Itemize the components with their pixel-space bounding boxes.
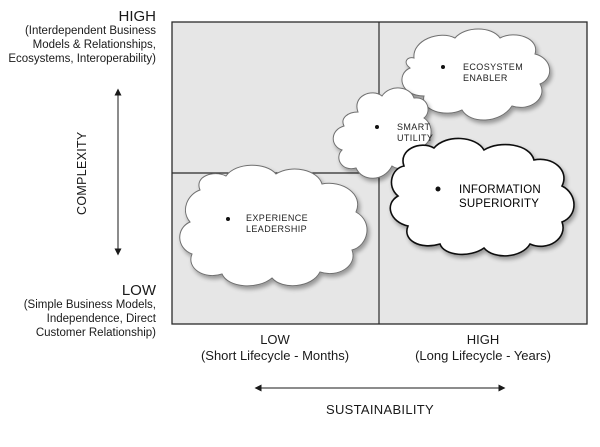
experience-leadership-label: EXPERIENCE LEADERSHIP <box>246 213 309 234</box>
cloud-information-superiority <box>389 137 575 257</box>
y-axis-high-label: HIGH <box>118 8 157 25</box>
cloud-ecosystem-enabler <box>401 28 550 121</box>
smart-utility-dot <box>375 125 379 129</box>
experience-leadership-dot <box>226 217 230 221</box>
cloud-experience-leadership <box>179 164 368 287</box>
smart-utility-label: SMART UTILITY <box>397 122 434 143</box>
y-axis-low-detail: (Simple Business Models, Independence, D… <box>23 299 156 339</box>
information-superiority-label: INFORMATION SUPERIORITY <box>459 184 541 210</box>
ecosystem-enabler-dot <box>441 65 445 69</box>
x-axis-high-label: HIGH (Long Lifecycle - Years) <box>415 332 551 363</box>
information-superiority-dot <box>435 186 441 192</box>
x-axis-low-label: LOW (Short Lifecycle - Months) <box>200 332 350 363</box>
ecosystem-enabler-label: ECOSYSTEM ENABLER <box>463 62 524 83</box>
y-axis-high-detail: (Interdependent Business Models & Relati… <box>8 25 156 65</box>
y-axis-low-label: LOW <box>121 282 156 299</box>
x-axis-title: SUSTAINABILITY <box>326 402 434 417</box>
y-axis-title: COMPLEXITY <box>75 131 89 215</box>
